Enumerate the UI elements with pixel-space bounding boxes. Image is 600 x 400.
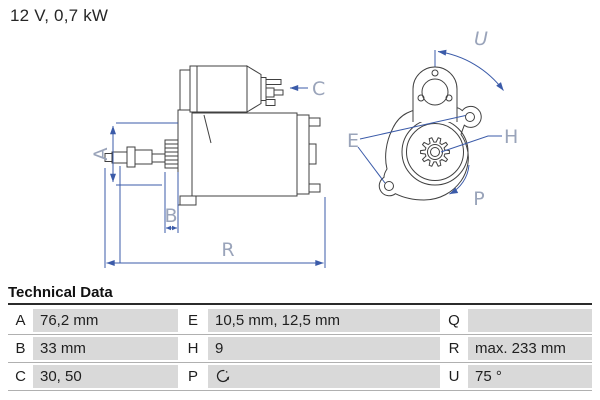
spec-q-value bbox=[468, 309, 592, 332]
spec-r-value: max. 233 mm bbox=[468, 337, 592, 360]
spec-c-label: C bbox=[8, 365, 33, 388]
page-title: 12 V, 0,7 kW bbox=[10, 6, 109, 25]
spec-a-value: 76,2 mm bbox=[33, 309, 178, 332]
row-separator bbox=[8, 362, 592, 363]
spec-u-value: 75 ° bbox=[468, 365, 592, 388]
dimension-h: H bbox=[440, 126, 518, 153]
dimension-c-label: C bbox=[312, 78, 325, 100]
table-row: B 33 mm H 9 R max. 233 mm bbox=[8, 337, 592, 360]
technical-data-section: Technical Data A 76,2 mm E 10,5 mm, 12,5… bbox=[8, 285, 592, 393]
dimension-e: E bbox=[347, 115, 466, 184]
solenoid bbox=[179, 65, 284, 113]
row-separator bbox=[8, 334, 592, 335]
pinion-side bbox=[164, 139, 179, 169]
spec-b-value: 33 mm bbox=[33, 337, 178, 360]
spec-h-value: 9 bbox=[208, 337, 440, 360]
row-separator bbox=[8, 390, 592, 391]
shaft-center-hole bbox=[430, 147, 440, 157]
starter-front-view: U E H P bbox=[347, 28, 518, 210]
dimension-p: P bbox=[449, 164, 485, 210]
spec-p-label: P bbox=[178, 365, 208, 388]
starter-motor-technical-drawing: A B R C bbox=[90, 28, 518, 268]
spec-a-label: A bbox=[8, 309, 33, 332]
dimension-e-label: E bbox=[347, 130, 359, 152]
technical-data-heading: Technical Data bbox=[8, 284, 113, 301]
spec-r-label: R bbox=[440, 337, 468, 360]
spec-e-label: E bbox=[178, 309, 208, 332]
spec-c-value: 30, 50 bbox=[33, 365, 178, 388]
boss-inner-circle bbox=[406, 123, 464, 181]
spec-h-label: H bbox=[178, 337, 208, 360]
spec-q-label: Q bbox=[440, 309, 468, 332]
mounting-hole-bottom-left bbox=[384, 181, 394, 191]
dimension-b: B bbox=[164, 172, 179, 233]
clockwise-rotation-icon bbox=[216, 369, 230, 383]
heading-rule bbox=[8, 303, 592, 305]
solenoid-terminals bbox=[265, 79, 284, 106]
mounting-hole-top-right bbox=[465, 112, 475, 122]
spec-b-label: B bbox=[8, 337, 33, 360]
solenoid-mount-bracket bbox=[412, 66, 458, 122]
dimension-r-label: R bbox=[221, 239, 234, 261]
dimension-b-label: B bbox=[164, 205, 177, 227]
dimension-r: R bbox=[104, 166, 326, 268]
dimension-u-label: U bbox=[474, 28, 488, 50]
dimension-u: U bbox=[434, 28, 504, 91]
dimension-c: C bbox=[289, 78, 325, 100]
spec-u-label: U bbox=[440, 365, 468, 388]
table-row: C 30, 50 P U 75 ° bbox=[8, 365, 592, 388]
motor-body bbox=[191, 112, 321, 197]
spec-p-value bbox=[208, 365, 440, 388]
starter-side-view: A B R C bbox=[90, 65, 326, 268]
dimension-a: A bbox=[90, 122, 178, 186]
spec-e-value: 10,5 mm, 12,5 mm bbox=[208, 309, 440, 332]
table-row: A 76,2 mm E 10,5 mm, 12,5 mm Q bbox=[8, 309, 592, 332]
pinion-gear-teeth bbox=[420, 137, 450, 167]
output-shaft bbox=[104, 146, 166, 168]
dimension-h-label: H bbox=[504, 126, 518, 148]
dimension-p-label: P bbox=[473, 188, 484, 210]
dimension-a-label: A bbox=[90, 148, 112, 161]
